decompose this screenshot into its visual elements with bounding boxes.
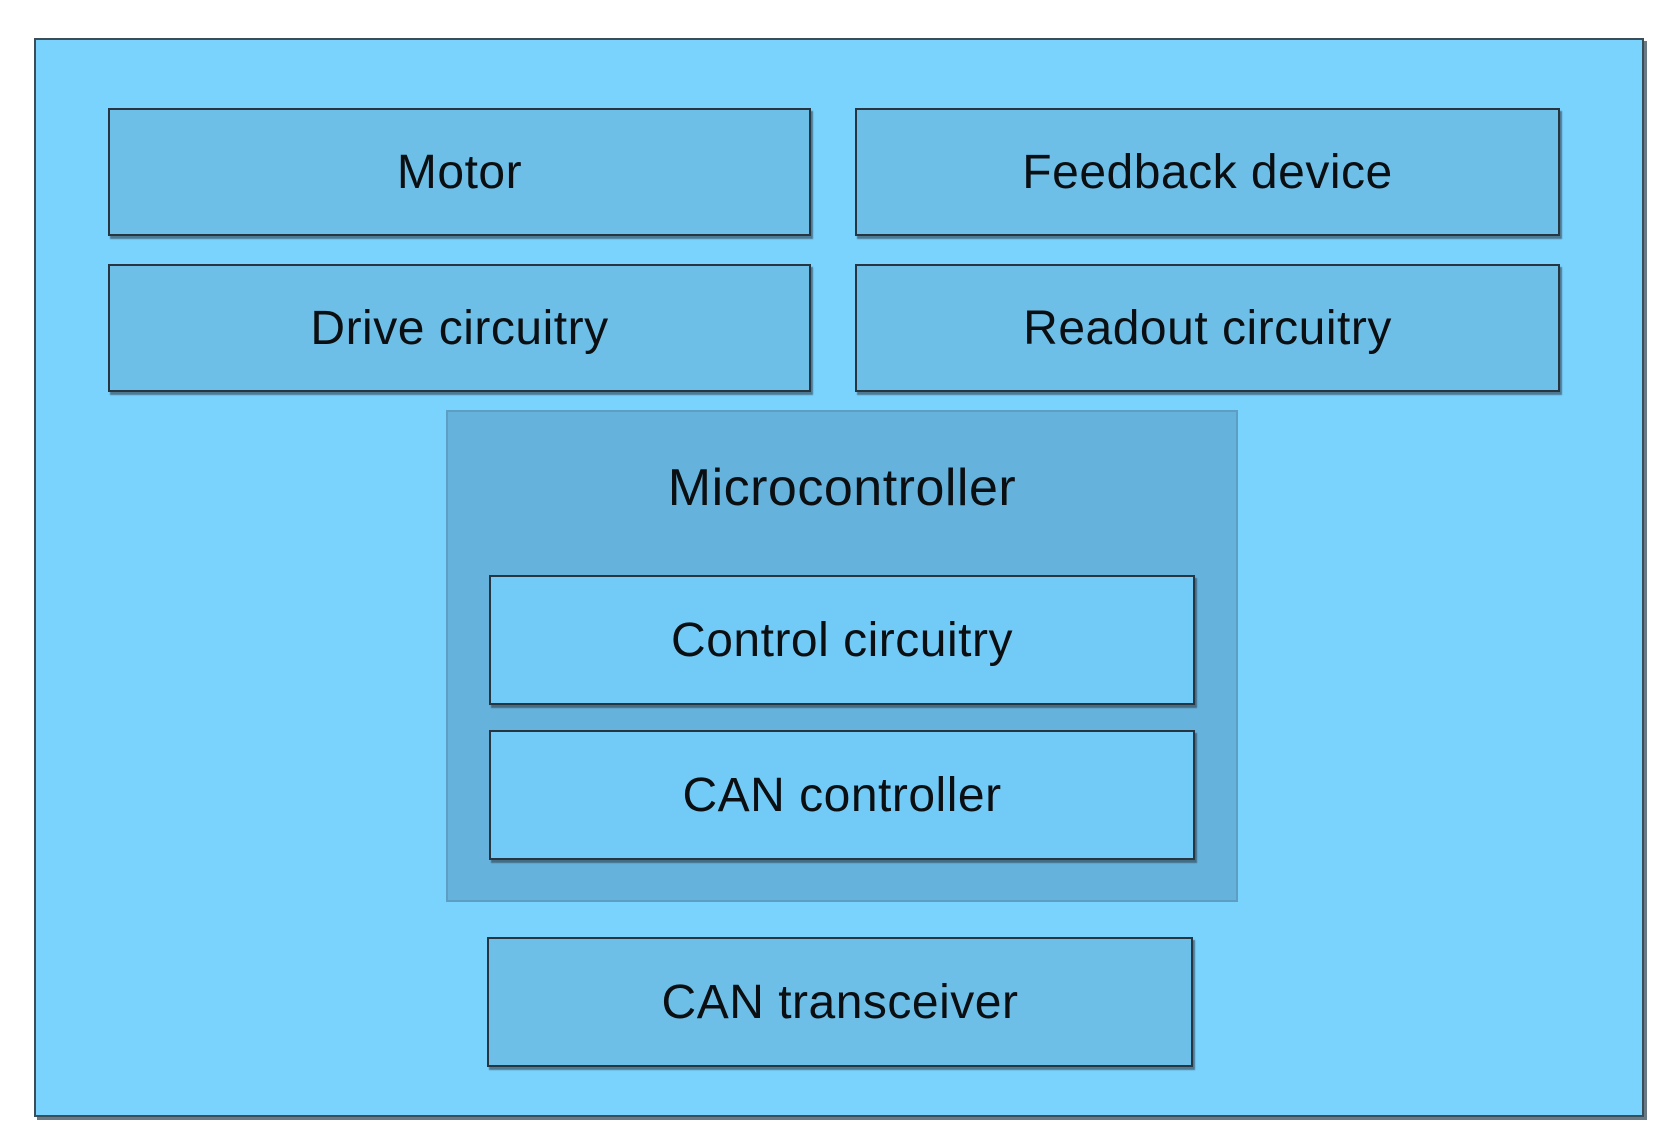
drive-circuitry-block: Drive circuitry [108, 264, 811, 392]
motor-block: Motor [108, 108, 811, 236]
control-circuitry-block: Control circuitry [489, 575, 1195, 705]
can-transceiver-block: CAN transceiver [487, 937, 1193, 1067]
readout-circuitry-block: Readout circuitry [855, 264, 1560, 392]
readout-circuitry-label: Readout circuitry [1023, 301, 1392, 355]
system-container: Motor Feedback device Drive circuitry Re… [34, 38, 1644, 1117]
feedback-device-block: Feedback device [855, 108, 1560, 236]
motor-label: Motor [396, 145, 523, 199]
microcontroller-block: Microcontroller Control circuitry CAN co… [446, 410, 1238, 902]
feedback-device-label: Feedback device [1022, 145, 1393, 199]
can-controller-label: CAN controller [682, 768, 1002, 822]
can-transceiver-label: CAN transceiver [661, 975, 1019, 1029]
microcontroller-title: Microcontroller [667, 459, 1017, 517]
drive-circuitry-label: Drive circuitry [310, 301, 609, 355]
can-controller-block: CAN controller [489, 730, 1195, 860]
control-circuitry-label: Control circuitry [671, 613, 1013, 667]
